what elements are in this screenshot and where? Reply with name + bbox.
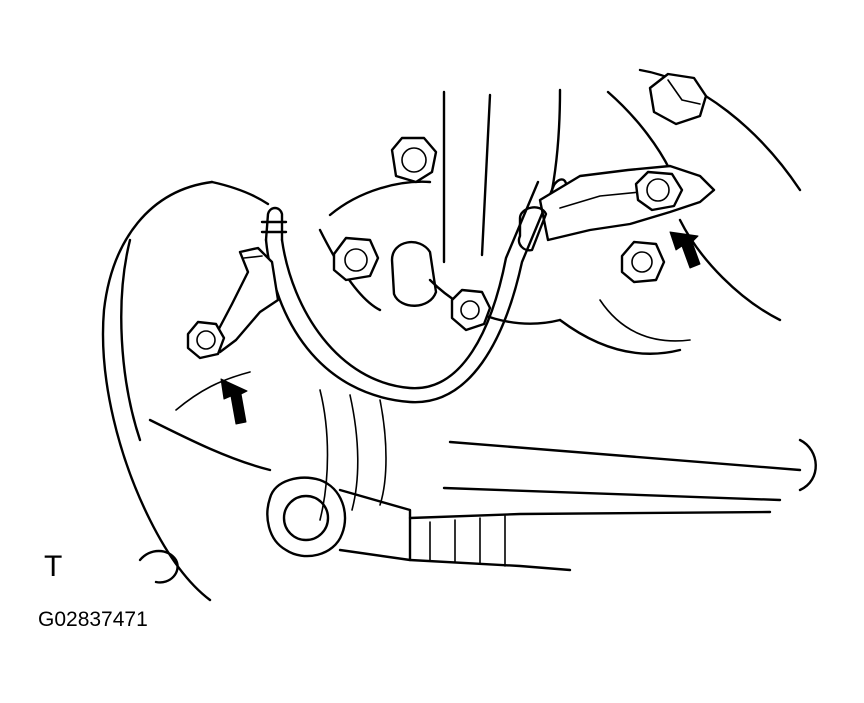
left-hose-bracket	[210, 246, 280, 354]
corner-nut	[648, 72, 708, 126]
arrow-right-bolt-icon	[669, 231, 701, 269]
strut-clamp-bolt	[390, 240, 492, 332]
right-bracket-bolt	[634, 170, 684, 212]
mounting-bolt-middle	[332, 236, 380, 282]
lower-control-arm	[319, 389, 817, 521]
tie-rod-end	[266, 476, 772, 572]
arrow-left-bolt-icon	[220, 378, 248, 425]
left-bracket-bolt	[186, 320, 226, 360]
strut-assembly	[318, 68, 802, 355]
bracket-bolt-right	[620, 240, 666, 284]
mounting-bolt-upper	[390, 136, 438, 184]
steering-knuckle	[101, 180, 272, 602]
flexible-brake-hose	[260, 178, 568, 404]
corner-mark: T	[44, 550, 63, 583]
figure-code: G02837471	[38, 608, 148, 631]
